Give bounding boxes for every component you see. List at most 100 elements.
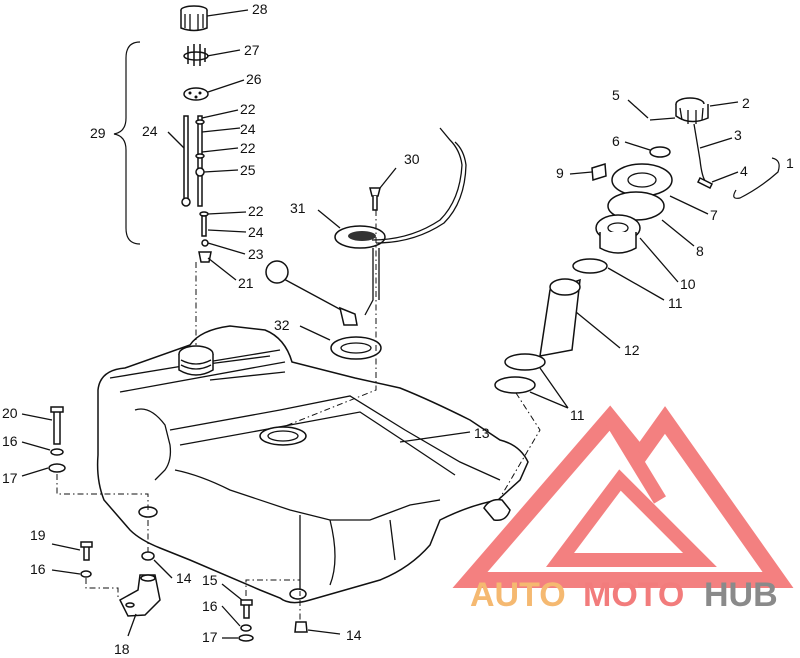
washer-17a — [48, 463, 66, 473]
label-16-b: 16 — [30, 561, 46, 577]
bolt-19-head — [80, 541, 93, 548]
mount-bracket — [119, 574, 161, 617]
label-17-a: 17 — [2, 470, 18, 486]
grommet-hole — [188, 91, 192, 95]
grommet — [183, 87, 209, 101]
brace-1 — [733, 157, 780, 199]
wordmark-auto: AUTO — [470, 576, 566, 614]
label-28: 28 — [252, 1, 268, 17]
tether-screw — [696, 176, 714, 190]
mounting-hardware — [48, 406, 308, 642]
tank-lower-ridge — [174, 469, 441, 521]
tank-mid-edge — [169, 395, 501, 481]
tank-lower-contours — [299, 515, 396, 590]
sender-wire — [371, 127, 463, 241]
float-pivot — [338, 306, 358, 326]
wordmark-moto: MOTO — [583, 576, 684, 614]
automotohub-wordmark: AUTO MOTO HUB — [470, 576, 778, 614]
label-21: 21 — [238, 275, 254, 291]
label-24-c: 24 — [248, 224, 264, 240]
bolt-20-head — [50, 406, 64, 413]
label-23: 23 — [248, 246, 264, 262]
sender-screw-shank — [372, 196, 378, 211]
hose-clamp-lower-1 — [504, 353, 546, 371]
vent-tube-end — [181, 197, 191, 207]
label-1: 1 — [786, 155, 794, 171]
label-7: 7 — [710, 207, 718, 223]
label-10: 10 — [680, 276, 696, 292]
label-25: 25 — [240, 162, 256, 178]
sender-connector — [348, 231, 376, 241]
label-2: 2 — [742, 95, 750, 111]
label-8: 8 — [696, 243, 704, 259]
vent-filter — [195, 167, 205, 177]
washer-16c — [240, 624, 252, 632]
tank-body — [96, 325, 529, 604]
filler-flange-hole — [627, 172, 657, 188]
label-24-b: 24 — [142, 123, 158, 139]
cap-tether — [693, 123, 707, 183]
tank-mid-edge-2 — [179, 411, 456, 476]
logo-triangle-inner — [546, 469, 717, 567]
label-30: 30 — [404, 151, 420, 167]
vent-tube-lower — [201, 215, 207, 237]
bolt-19 — [83, 545, 90, 561]
label-24-a: 24 — [240, 121, 256, 137]
bolt-20 — [53, 409, 61, 445]
label-22-c: 22 — [248, 203, 264, 219]
washer-16a — [50, 448, 64, 456]
hose-clamp-upper — [572, 258, 608, 274]
brace-29 — [113, 41, 141, 245]
nut-14b — [294, 621, 308, 633]
sender-gasket-inner — [340, 342, 372, 354]
fuel-sender-assembly — [265, 127, 467, 428]
filler-neck-stub — [599, 232, 637, 254]
leader-lines — [21, 9, 739, 639]
sender-arm — [364, 248, 380, 316]
sender-gasket — [330, 336, 382, 360]
vent-clamp-2 — [195, 153, 205, 159]
label-5: 5 — [612, 87, 620, 103]
sender-opening — [259, 426, 307, 446]
label-27: 27 — [244, 42, 260, 58]
cap-retainer-arm — [649, 117, 676, 121]
filler-cap-ribs — [679, 107, 704, 124]
label-19: 19 — [30, 527, 46, 543]
label-17-b: 17 — [202, 629, 218, 645]
label-6: 6 — [612, 133, 620, 149]
sender-dashline — [282, 210, 377, 428]
label-20: 20 — [2, 405, 18, 421]
vent-cap — [180, 10, 208, 32]
cap-gasket — [649, 146, 671, 158]
label-4: 4 — [740, 163, 748, 179]
label-13: 13 — [474, 425, 490, 441]
check-valve-ports — [187, 44, 206, 66]
wordmark-hub: HUB — [704, 576, 778, 614]
label-11-b: 11 — [570, 407, 585, 423]
label-29: 29 — [90, 125, 106, 141]
sender-screw — [369, 187, 381, 197]
rear-bolt-dashline — [245, 579, 301, 596]
filler-dashline — [499, 392, 541, 499]
label-3: 3 — [734, 127, 742, 143]
float-rod — [281, 277, 346, 313]
label-16-a: 16 — [2, 433, 18, 449]
fill-neck-threads — [180, 359, 212, 370]
tank-outlet — [483, 498, 511, 522]
front-bolt-dashline — [56, 474, 149, 510]
filler-flange — [611, 163, 673, 197]
label-26: 26 — [246, 71, 262, 87]
bolt-15-head — [240, 599, 253, 606]
bracket-post — [140, 574, 156, 582]
bracket-dashline — [85, 578, 119, 600]
washer-17b — [238, 634, 254, 642]
washer-16b — [80, 570, 92, 578]
automotohub-logo — [452, 405, 794, 588]
grommet-14a — [141, 551, 155, 561]
vent-tube-left — [183, 115, 189, 203]
filler-assembly — [494, 97, 780, 499]
filler-cap — [675, 104, 709, 123]
logo-inner-stroke — [604, 414, 666, 504]
vent-assembly — [113, 5, 212, 345]
sender-opening-inner — [267, 430, 299, 442]
